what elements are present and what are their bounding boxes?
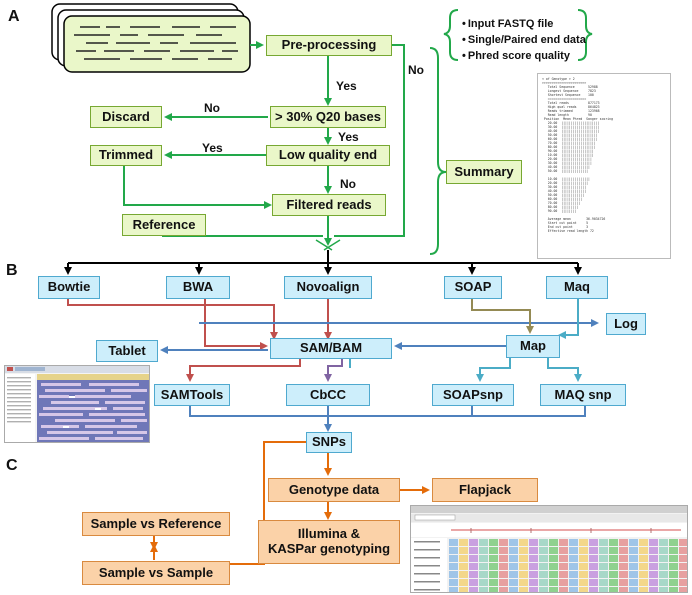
summary-output-screenshot: < of Genotype > 2 >>>>>>>>>>>>>>>>>>>>>>… [537, 73, 671, 259]
low-quality-end-box: Low quality end [266, 145, 390, 166]
edge-label-yes: Yes [338, 130, 359, 144]
discard-box: Discard [90, 106, 162, 128]
edge-label-no: No [408, 63, 424, 77]
aligner-distribution-arrows [64, 250, 582, 275]
summary-brace [429, 47, 447, 255]
sam-to-cbcc-arrow [324, 358, 343, 382]
samtools-box: SAMTools [154, 384, 230, 406]
maq-box: Maq [546, 276, 608, 299]
bowtie-box: Bowtie [38, 276, 100, 299]
section-a-arrows [123, 41, 405, 251]
edge-label-yes: Yes [336, 79, 357, 93]
edge-label-no: No [340, 177, 356, 191]
novoalign-box: Novoalign [284, 276, 372, 299]
section-label-a: A [8, 8, 20, 25]
section-c-arrows [150, 441, 430, 565]
soap-to-map-arrow [471, 298, 534, 334]
trimmed-box: Trimmed [90, 145, 162, 166]
log-box: Log [606, 313, 646, 335]
filtered-reads-box: Filtered reads [272, 194, 386, 216]
illumina-kaspar-box: Illumina & KASPar genotyping [258, 520, 400, 564]
maq-arrows [349, 298, 582, 382]
map-box: Map [506, 335, 560, 358]
edge-label-yes: Yes [202, 141, 223, 155]
sam-bam-arrows [67, 298, 332, 382]
maq-snp-box: MAQ snp [540, 384, 626, 406]
sam-bam-box: SAM/BAM [270, 338, 392, 359]
section-label-b: B [6, 262, 18, 279]
edge-label-no: No [204, 101, 220, 115]
fastq-files-icon [51, 3, 251, 73]
soap-box: SOAP [444, 276, 502, 299]
summary-box: Summary [446, 160, 522, 184]
tablet-screenshot [4, 365, 150, 443]
cbcc-box: CbCC [286, 384, 370, 406]
flapjack-screenshot [410, 505, 688, 593]
input-notes: Input FASTQ file Single/Paired end data … [462, 16, 587, 64]
reference-box: Reference [122, 214, 206, 236]
sample-vs-reference-box: Sample vs Reference [82, 512, 230, 536]
snps-box: SNPs [306, 432, 352, 453]
q20-box: > 30% Q20 bases [270, 106, 386, 128]
note-item: Single/Paired end data [462, 32, 587, 48]
note-item: Input FASTQ file [462, 16, 587, 32]
tablet-box: Tablet [96, 340, 158, 362]
notes-brace-left [443, 9, 459, 61]
bwa-box: BWA [166, 276, 230, 299]
note-item: Phred score quality [462, 48, 587, 64]
flapjack-box: Flapjack [432, 478, 538, 502]
section-label-c: C [6, 457, 18, 474]
soapsnp-box: SOAPsnp [432, 384, 514, 406]
preprocessing-box: Pre-processing [266, 35, 392, 56]
sample-vs-sample-box: Sample vs Sample [82, 561, 230, 585]
genotype-data-box: Genotype data [268, 478, 400, 502]
